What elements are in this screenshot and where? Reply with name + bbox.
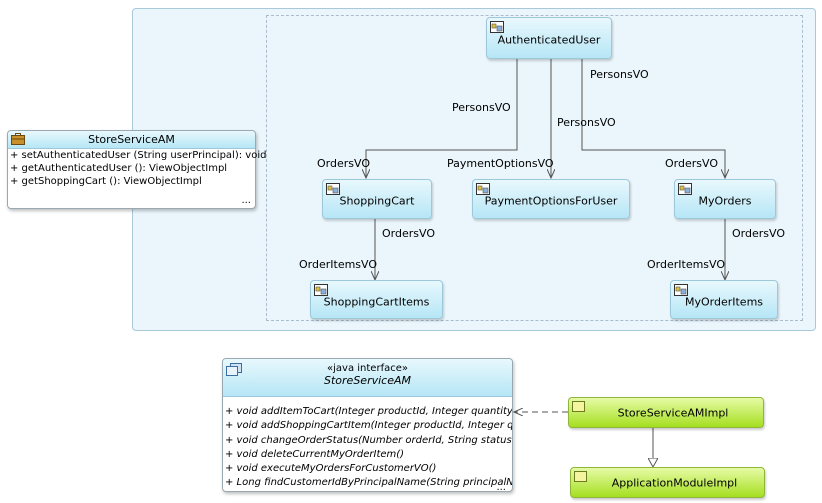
link-label: PersonsVO (452, 101, 511, 114)
java-interface-header: «java interface» StoreServiceAM (223, 359, 512, 397)
operation-row: + setAuthenticatedUser (String userPrinc… (10, 150, 267, 161)
link-label: OrderItemsVO (299, 258, 378, 271)
interface-title: StoreServiceAM (324, 374, 411, 387)
more-ellipsis: ... (496, 482, 506, 492)
operation-row: + getShoppingCart (): ViewObjectImpl (10, 176, 202, 187)
class-store-service-am-impl[interactable]: StoreServiceAMImpl (568, 397, 764, 428)
class-label: StoreServiceAMImpl (617, 406, 729, 419)
operation-row: + void addShoppingCartItem(Integer produ… (225, 420, 513, 432)
view-object-icon (314, 284, 328, 296)
interface-icon (226, 363, 242, 376)
more-ellipsis: ... (241, 195, 251, 206)
interface-stereotype: «java interface» (327, 363, 408, 374)
operation-row: + void deleteCurrentMyOrderItem() (225, 448, 405, 460)
view-object-shopping-cart-items[interactable]: ShoppingCartItems (310, 280, 443, 319)
view-object-label: AuthenticatedUser (497, 33, 601, 47)
class-label: ApplicationModuleImpl (611, 476, 738, 489)
view-object-authenticated-user[interactable]: AuthenticatedUser (486, 17, 612, 59)
operation-row: + void changeOrderStatus(Number orderId,… (225, 434, 513, 446)
operation-row: + void executeMyOrdersForCustomerVO() (225, 463, 437, 475)
link-label: PaymentOptionsVO (447, 157, 554, 170)
application-module-title: StoreServiceAM (88, 133, 175, 146)
view-object-label: MyOrderItems (684, 295, 764, 308)
application-module-header: StoreServiceAM (8, 131, 255, 149)
link-label: PersonsVO (557, 116, 616, 129)
link-label: OrdersVO (732, 227, 785, 240)
view-object-label: MyOrders (698, 194, 752, 208)
view-object-shopping-cart[interactable]: ShoppingCart (322, 179, 432, 219)
link-persons-shoppingcart (366, 59, 518, 178)
view-object-label: ShoppingCart (339, 194, 415, 208)
view-object-icon (490, 21, 504, 33)
view-object-label: PaymentOptionsForUser (484, 194, 618, 208)
view-object-group (266, 15, 803, 321)
view-object-icon (674, 284, 688, 296)
view-object-my-orders[interactable]: MyOrders (674, 179, 776, 219)
view-object-icon (678, 183, 692, 195)
link-label: OrdersVO (382, 227, 435, 240)
class-icon (572, 401, 585, 412)
application-module-box[interactable]: StoreServiceAM + setAuthenticatedUser (S… (7, 130, 267, 209)
class-icon (574, 471, 587, 482)
view-object-label: ShoppingCartItems (323, 295, 430, 308)
link-persons-myorders (581, 59, 725, 178)
class-application-module-impl[interactable]: ApplicationModuleImpl (570, 467, 765, 498)
java-interface-box[interactable]: «java interface» StoreServiceAM + void a… (222, 358, 513, 492)
link-label: OrderItemsVO (647, 258, 726, 271)
operation-row: + void addItemToCart(Integer productId, … (225, 406, 513, 417)
link-label: PersonsVO (590, 68, 649, 81)
link-label: OrdersVO (665, 157, 718, 170)
link-label: OrdersVO (317, 157, 370, 170)
view-object-icon (476, 183, 490, 195)
view-object-payment-options-for-user[interactable]: PaymentOptionsForUser (472, 179, 630, 219)
view-object-icon (326, 183, 340, 195)
operation-row: + getAuthenticatedUser (): ViewObjectImp… (10, 163, 228, 174)
briefcase-icon (11, 133, 25, 145)
operation-row: + Long findCustomerIdByPrincipalName(Str… (225, 477, 513, 489)
view-object-my-order-items[interactable]: MyOrderItems (670, 280, 778, 319)
